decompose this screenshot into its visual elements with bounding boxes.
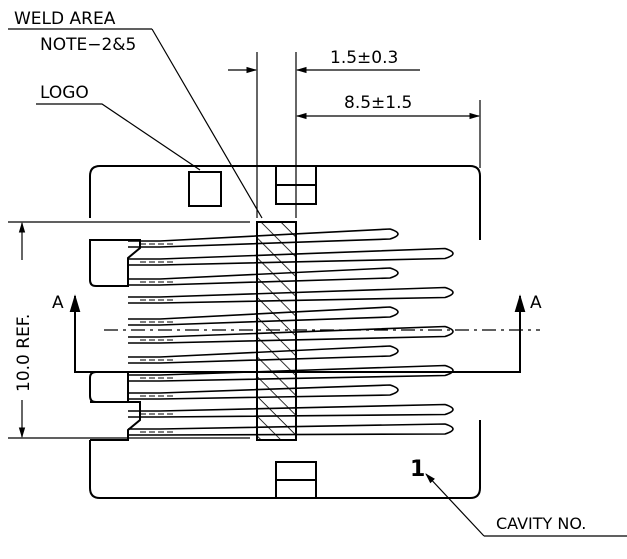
lead-length-dimension: 8.5±1.5 <box>344 93 412 113</box>
lead-11 <box>128 423 454 436</box>
cavity-callout: 1 CAVITY NO. <box>410 457 627 537</box>
lead-2 <box>128 247 454 266</box>
lead-7 <box>128 345 399 364</box>
logo-label: LOGO <box>40 83 89 103</box>
weld-area-callout: WELD AREA NOTE−2&5 <box>8 9 263 219</box>
cavity-label: CAVITY NO. <box>496 514 586 533</box>
lead-5 <box>128 306 399 326</box>
lead-8 <box>128 364 454 382</box>
housing-body <box>89 165 481 499</box>
lead-3 <box>128 267 399 286</box>
section-label-left: A <box>52 293 64 313</box>
top-dimensions: 1.5±0.3 8.5±1.5 <box>228 48 481 218</box>
section-a-a: A A <box>52 293 542 373</box>
height-ref-dimension: 10.0 REF. <box>14 314 34 392</box>
weld-width-dimension: 1.5±0.3 <box>330 48 398 68</box>
middle-left-lobe <box>89 371 129 403</box>
lead-1 <box>128 228 399 248</box>
weld-area-leader <box>151 28 263 219</box>
lead-9 <box>128 384 399 400</box>
section-label-right: A <box>530 293 542 313</box>
housing-upper-outline <box>89 165 481 218</box>
lower-left-lobe <box>90 401 141 441</box>
logo-leader <box>36 103 201 171</box>
upper-left-lobe <box>89 239 141 287</box>
lead-10 <box>128 403 454 418</box>
logo-square <box>188 171 222 207</box>
height-text-mask <box>12 260 34 400</box>
cavity-number: 1 <box>410 457 425 482</box>
logo-callout: LOGO <box>36 83 201 171</box>
lead-4 <box>128 286 454 304</box>
cavity-leader <box>425 473 485 537</box>
lead-frame <box>128 228 454 436</box>
section-line <box>74 302 521 373</box>
height-dimension: 10.0 REF. <box>8 221 250 439</box>
weld-area-label: WELD AREA <box>14 9 116 29</box>
lead-6 <box>128 325 454 344</box>
weld-hatch <box>256 221 297 441</box>
weld-note-label: NOTE−2&5 <box>40 35 136 55</box>
weld-zone <box>256 221 297 441</box>
